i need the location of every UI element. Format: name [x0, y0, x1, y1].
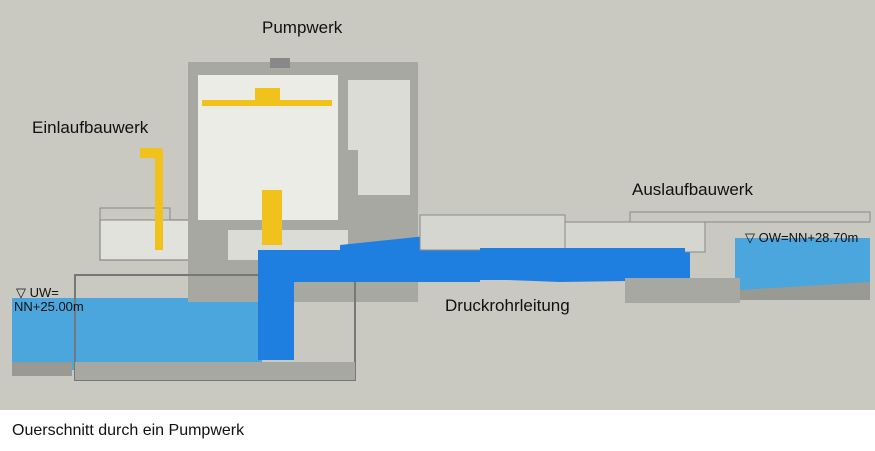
pipe-cover-right — [564, 221, 706, 253]
label-einlaufbauwerk: Einlaufbauwerk — [32, 118, 149, 137]
lower-water — [12, 298, 262, 370]
side-room — [358, 150, 410, 195]
foundation-base — [75, 362, 355, 380]
overhead-crane — [202, 100, 332, 106]
intake-railing — [99, 207, 171, 221]
pipe-segment — [480, 248, 565, 280]
ow-text: OW=NN+28.70m — [758, 230, 859, 245]
label-pumpwerk: Pumpwerk — [262, 18, 343, 37]
label-auslaufbauwerk: Auslaufbauwerk — [632, 180, 753, 199]
caption: Ouerschnitt durch ein Pumpwerk — [12, 422, 245, 439]
label-ow: ▽ OW=NN+28.70m — [745, 230, 859, 245]
intake-structure — [99, 219, 191, 261]
roof-vent — [270, 58, 290, 68]
intake-crane-arm — [140, 148, 162, 158]
upper-room — [348, 80, 410, 150]
riverbed-left — [12, 362, 72, 376]
outlet-railing — [629, 211, 871, 223]
riverbed-right — [740, 282, 870, 300]
label-uw-level: NN+25.00m — [14, 299, 84, 314]
label-uw: ▽ UW= — [16, 285, 59, 300]
outlet-structure — [625, 278, 740, 303]
pipe-cover-left — [419, 214, 566, 251]
uw-line1: UW= — [29, 285, 59, 300]
caption-strip — [0, 410, 875, 451]
pump-motor — [262, 190, 282, 245]
crane-trolley — [255, 88, 280, 102]
label-druckrohrleitung: Druckrohrleitung — [445, 296, 570, 315]
upper-water — [735, 238, 870, 290]
intake-crane — [155, 150, 163, 250]
pipe-segment-2 — [565, 248, 685, 280]
